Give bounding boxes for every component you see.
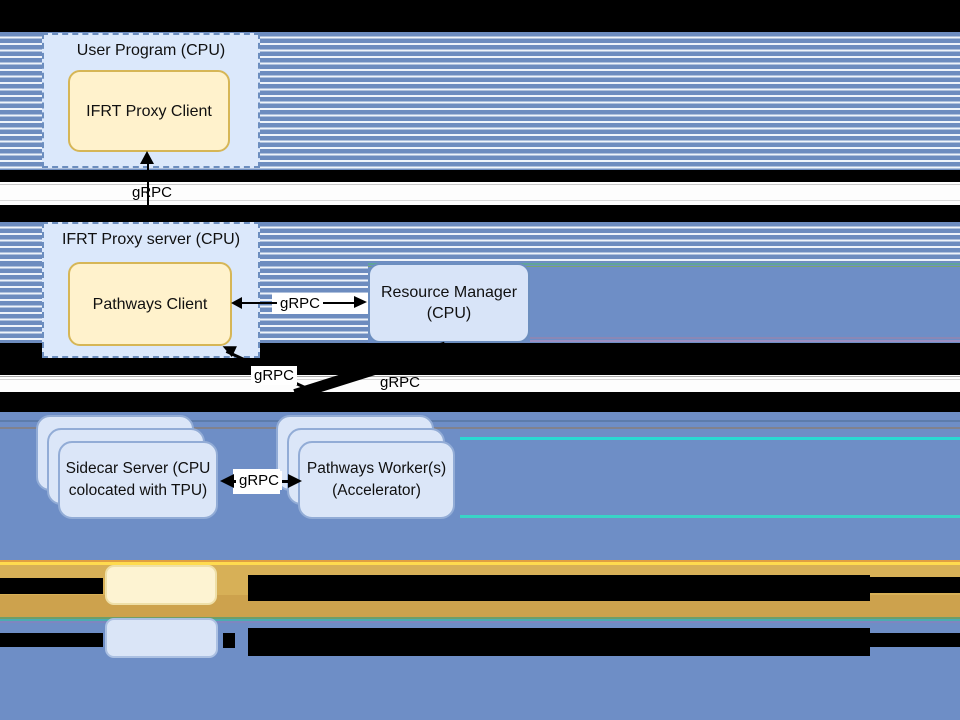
background-band-white: [0, 375, 960, 392]
occlusion-bar: [0, 633, 103, 647]
artifact-line-cyan: [460, 515, 960, 518]
legend-label-bar-2: [248, 628, 870, 656]
node-sidecar-server[interactable]: Sidecar Server (CPU colocated with TPU): [58, 441, 218, 519]
grpc-label-sidecar-workers: gRPC: [236, 471, 283, 490]
artifact-line: [0, 618, 960, 621]
grpc-label-server-client: gRPC: [132, 184, 173, 201]
edge-workers-arrowhead-down: [344, 399, 360, 412]
background-line: [0, 200, 960, 201]
occlusion-bar: [870, 577, 960, 593]
artifact-line: [530, 340, 960, 342]
workers-line2: (Accelerator): [332, 482, 421, 499]
node-ifrt-proxy-client[interactable]: IFRT Proxy Client: [68, 70, 230, 152]
resource-manager-line2: (CPU): [426, 305, 472, 322]
node-user-program-label: User Program (CPU): [76, 42, 226, 59]
grpc-label-rm-workers: gRPC: [380, 374, 421, 391]
artifact-line: [368, 263, 960, 265]
edge-server-to-client-line: [146, 163, 149, 216]
occlusion-bar: [0, 578, 103, 594]
edge-client-rm-arrowhead-left: [231, 296, 242, 309]
background-band-white: [0, 182, 960, 205]
node-pathways-workers[interactable]: Pathways Worker(s) (Accelerator): [298, 441, 455, 519]
artifact-line-cyan: [460, 437, 960, 440]
node-sidecar-server-label: Sidecar Server (CPU colocated with TPU): [66, 458, 211, 502]
node-resource-manager-label: Resource Manager (CPU): [381, 282, 517, 324]
background-line: [0, 379, 960, 380]
background-band-black: [0, 205, 960, 222]
legend-swatch-blue: [105, 618, 218, 658]
legend-swatch-yellow: [105, 565, 217, 605]
edge-sidecar-workers-arrowhead-left: [220, 474, 234, 488]
occlusion-bar: [223, 633, 235, 648]
edge-client-rm-arrowhead-right: [354, 296, 367, 308]
artifact-line-orange: [0, 560, 960, 562]
grpc-label-client-rm: gRPC: [277, 294, 324, 313]
resource-manager-line1: Resource Manager: [380, 284, 518, 301]
artifact-line: [368, 265, 960, 267]
artifact-line-yellow: [0, 562, 960, 565]
background-band-black: [0, 170, 960, 182]
node-ifrt-proxy-client-label: IFRT Proxy Client: [86, 102, 212, 120]
node-resource-manager[interactable]: Resource Manager (CPU): [368, 263, 530, 343]
node-pathways-workers-label: Pathways Worker(s) (Accelerator): [307, 458, 446, 502]
background-line: [0, 184, 960, 185]
background-line: [0, 376, 960, 377]
artifact-line: [0, 617, 960, 619]
grpc-label-client-workers: gRPC: [251, 366, 298, 385]
node-pathways-client[interactable]: Pathways Client: [68, 262, 232, 346]
artifact-line: [0, 420, 960, 422]
edge-server-to-client-arrowhead-up: [140, 151, 154, 164]
workers-line1: Pathways Worker(s): [306, 460, 447, 477]
background-band-top-black: [0, 0, 960, 32]
node-ifrt-proxy-server-label: IFRT Proxy server (CPU): [61, 231, 241, 248]
sidecar-line2: colocated with TPU): [68, 482, 208, 499]
background-band-black: [0, 392, 960, 412]
occlusion-bar: [870, 633, 960, 647]
node-pathways-client-label: Pathways Client: [92, 295, 208, 313]
artifact-line: [0, 620, 960, 623]
artifact-line: [0, 427, 960, 429]
sidecar-line1: Sidecar Server (CPU: [65, 460, 211, 477]
legend-label-bar-1: [248, 575, 870, 601]
artifact-line: [530, 337, 960, 339]
edge-sidecar-workers-arrowhead-right: [288, 474, 302, 488]
